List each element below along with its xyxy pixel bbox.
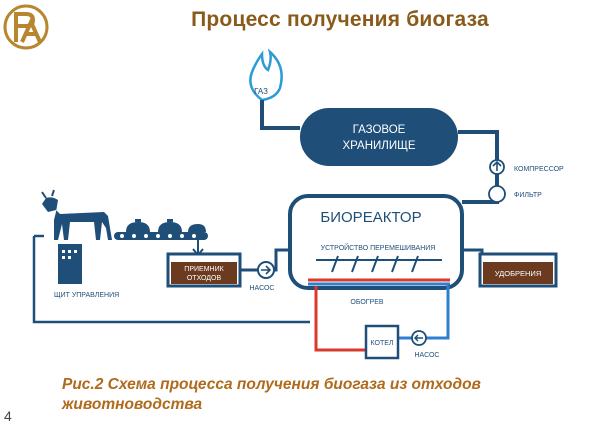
mixer-label: УСТРОЙСТВО ПЕРЕМЕШИВАНИЯ bbox=[321, 243, 436, 252]
feed-pump-label: НАСОС bbox=[250, 285, 275, 292]
boiler-label: КОТЕЛ bbox=[371, 340, 394, 347]
bp-monogram-logo-icon bbox=[3, 4, 49, 50]
cold-water-line bbox=[426, 286, 450, 340]
page-number: 4 bbox=[4, 408, 12, 424]
hot-water-line bbox=[314, 286, 366, 352]
boiler-pump-label: НАСОС bbox=[415, 352, 440, 359]
flame-icon bbox=[249, 48, 283, 102]
gas-storage-label-line2: ХРАНИЛИЩЕ bbox=[342, 140, 415, 152]
control-line bbox=[32, 236, 310, 324]
gas-storage-label-line1: ГАЗОВОЕ bbox=[353, 124, 406, 136]
pump-icon bbox=[257, 261, 275, 279]
bioreactor-label: БИОРЕАКТОР bbox=[320, 209, 421, 226]
control-panel-buttons bbox=[62, 250, 77, 259]
filter-label: ФИЛЬТР bbox=[514, 192, 542, 199]
control-panel-label: ЩИТ УПРАВЛЕНИЯ bbox=[54, 292, 119, 299]
conveyor-icon bbox=[114, 219, 208, 240]
compressor-label: КОМПРЕССОР bbox=[514, 166, 564, 173]
filter-icon bbox=[488, 185, 506, 203]
figure-caption: Рис.2 Схема процесса получения биогаза и… bbox=[62, 376, 481, 413]
heating-label: ОБОГРЕВ bbox=[350, 299, 384, 306]
cow-icon bbox=[41, 189, 112, 240]
compressor-arrow-icon bbox=[489, 159, 505, 175]
bioreactor-tank bbox=[288, 194, 464, 290]
gas-storage-tank bbox=[300, 108, 458, 166]
pump-icon bbox=[411, 330, 427, 346]
fertilizer-label: УДОБРЕНИЯ bbox=[495, 269, 542, 278]
mixer-blades bbox=[316, 255, 442, 273]
waste-receiver-label-line1: ПРИЕМНИК bbox=[184, 266, 224, 273]
gas-label: ГАЗ bbox=[254, 87, 268, 96]
boiler bbox=[364, 324, 400, 360]
gas-outlet-pipe bbox=[260, 100, 300, 130]
biogas-process-diagram: ГАЗ ГАЗОВОЕ ХРАНИЛИЩЕ КОМПРЕССОР ФИЛЬТР … bbox=[32, 48, 564, 360]
page-title: Процесс получения биогаза bbox=[191, 8, 489, 31]
waste-receiver-label-line2: ОТХОДОВ bbox=[187, 275, 222, 282]
